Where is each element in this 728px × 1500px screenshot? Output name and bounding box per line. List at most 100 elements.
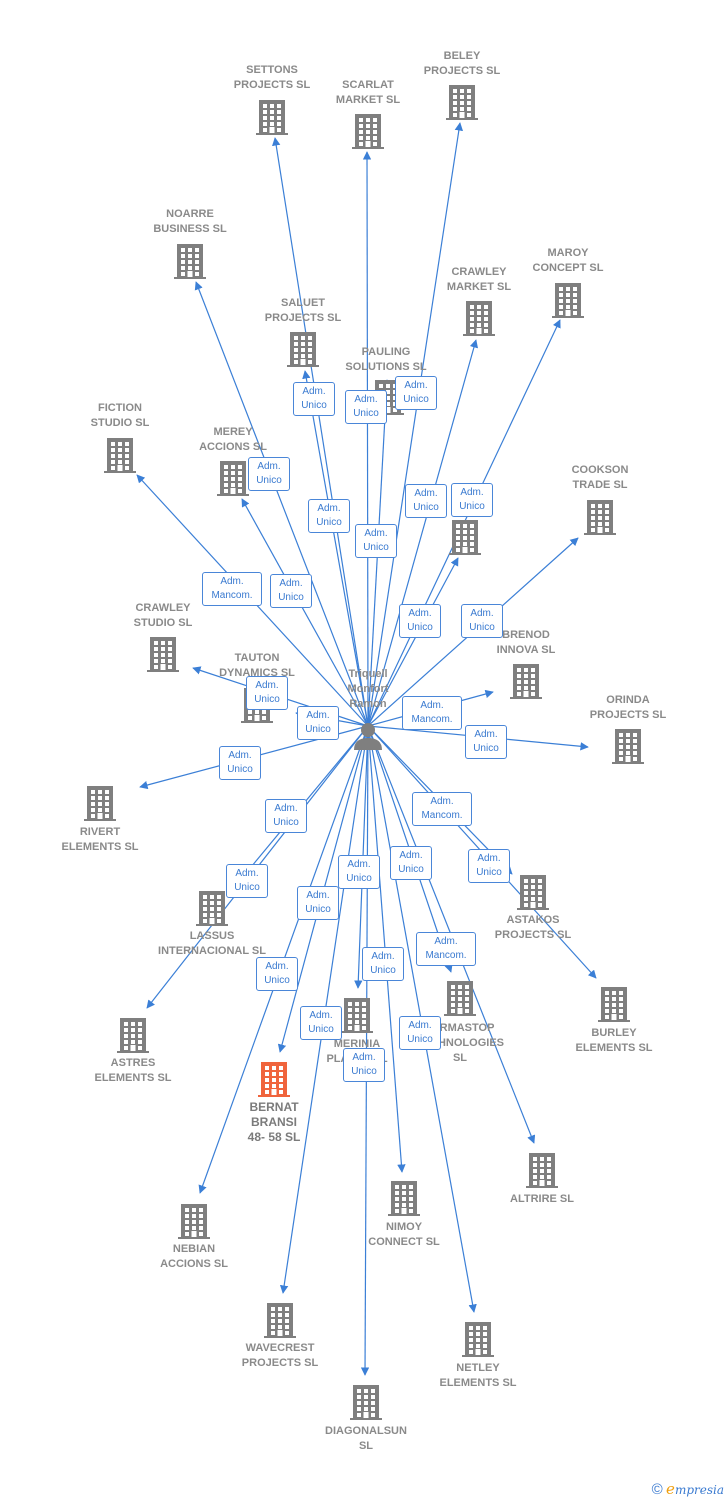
role-badge-tauton[interactable]: Adm.Unico — [297, 706, 339, 740]
building-icon-noarre[interactable] — [174, 244, 206, 279]
role-badge-bernat[interactable]: Adm.Unico — [297, 886, 339, 920]
building-icon-cookson[interactable] — [584, 500, 616, 535]
person-icon[interactable] — [354, 723, 382, 750]
copyright-symbol: © — [651, 1481, 663, 1498]
building-icon-maroy[interactable] — [552, 283, 584, 318]
brand-name: mpresia — [674, 1483, 724, 1497]
role-badge-nimoy[interactable]: Adm.Unico — [362, 947, 404, 981]
role-badge-rivert[interactable]: Adm.Unico — [219, 746, 261, 780]
building-icon-altrire[interactable] — [526, 1153, 558, 1188]
building-icon-rivert[interactable] — [84, 786, 116, 821]
role-badge-noarre[interactable]: Adm.Unico — [270, 574, 312, 608]
role-badge-cookson[interactable]: Adm.Unico — [461, 604, 503, 638]
company-label-line: CRAWLEY — [135, 602, 191, 614]
building-icon-saluet[interactable] — [287, 332, 319, 367]
building-icon-brenod[interactable] — [510, 664, 542, 699]
role-badge-orinda[interactable]: Adm.Unico — [465, 725, 507, 759]
role-badge-crawley-studio[interactable]: Adm.Unico — [246, 676, 288, 710]
building-icon-farmastop[interactable] — [444, 981, 476, 1016]
role-badge-burley[interactable]: Adm.Unico — [468, 849, 510, 883]
role-badge-nebian[interactable]: Adm.Unico — [256, 957, 298, 991]
building-icon-unnamed[interactable] — [449, 520, 481, 555]
role-badge-settons[interactable]: Adm.Unico — [308, 499, 350, 533]
role-badge-line: Adm. — [274, 803, 298, 814]
company-label-altrire[interactable]: ALTRIRE SL — [510, 1192, 574, 1207]
role-badge-astres[interactable]: Adm.Unico — [265, 799, 307, 833]
role-badge-line: Adm. — [470, 608, 494, 619]
role-badge-netley[interactable]: Adm.Unico — [399, 1016, 441, 1050]
building-icon-settons[interactable] — [256, 100, 288, 135]
empresia-logo[interactable]: © empresia — [652, 1480, 724, 1498]
role-badge-line: Unico — [227, 764, 253, 775]
building-icon-orinda[interactable] — [612, 729, 644, 764]
role-badge-merey[interactable]: Adm.Unico — [248, 457, 290, 491]
building-icon-wavecrest[interactable] — [264, 1303, 296, 1338]
building-icon-bernat[interactable] — [258, 1062, 290, 1097]
building-icon-merinia[interactable] — [341, 998, 373, 1033]
role-badge-astakos[interactable]: Adm.Mancom. — [412, 792, 472, 826]
building-icon-nimoy[interactable] — [388, 1181, 420, 1216]
building-icon-burley[interactable] — [598, 987, 630, 1022]
company-label-line: NETLEY — [456, 1362, 500, 1374]
edge-unnamed — [367, 557, 459, 727]
role-badge-pauling[interactable]: Adm.Unico — [345, 390, 387, 424]
building-icon-netley[interactable] — [462, 1322, 494, 1357]
company-label-line: ASTAKOS — [506, 914, 560, 926]
role-badge-maroy[interactable]: Adm.Unico — [451, 483, 493, 517]
role-badge-lassus[interactable]: Adm.Unico — [226, 864, 268, 898]
role-badge-brenod[interactable]: Adm.Mancom. — [402, 696, 462, 730]
building-icon-astres[interactable] — [117, 1018, 149, 1053]
role-badge-crawley-market[interactable]: Adm.Unico — [405, 484, 447, 518]
building-icon-nebian[interactable] — [178, 1204, 210, 1239]
building-icon-astakos[interactable] — [517, 875, 549, 910]
role-badge-saluet[interactable]: Adm.Unico — [293, 382, 335, 416]
company-label-line: ASTRES — [110, 1057, 156, 1069]
role-badge-wavecrest[interactable]: Adm.Unico — [300, 1006, 342, 1040]
role-badge-beley[interactable]: Adm.Unico — [395, 376, 437, 410]
role-badge-farmastop[interactable]: Adm.Mancom. — [416, 932, 476, 966]
role-badge-merinia[interactable]: Adm.Unico — [338, 855, 380, 889]
building-icon-crawley-studio[interactable] — [147, 637, 179, 672]
company-label-line: ORINDA — [606, 694, 650, 706]
building-icon-beley[interactable] — [446, 85, 478, 120]
building-icon-diagonalsun[interactable] — [350, 1385, 382, 1420]
role-badge-fiction[interactable]: Adm.Mancom. — [202, 572, 262, 606]
building-icon-lassus[interactable] — [196, 891, 228, 926]
company-label-line: LASSUS — [189, 930, 235, 942]
building-icon-crawley-market[interactable] — [463, 301, 495, 336]
building-icon-merey[interactable] — [217, 461, 249, 496]
building-icon-fiction[interactable] — [104, 438, 136, 473]
role-badge-diagonalsun[interactable]: Adm.Unico — [343, 1048, 385, 1082]
role-badge-line: Adm. — [354, 394, 378, 405]
role-badge-unnamed[interactable]: Adm.Unico — [399, 604, 441, 638]
building-icon-scarlat[interactable] — [352, 114, 384, 149]
role-badge-scarlat[interactable]: Adm.Unico — [355, 524, 397, 558]
role-badge-altrire[interactable]: Adm.Unico — [390, 846, 432, 880]
